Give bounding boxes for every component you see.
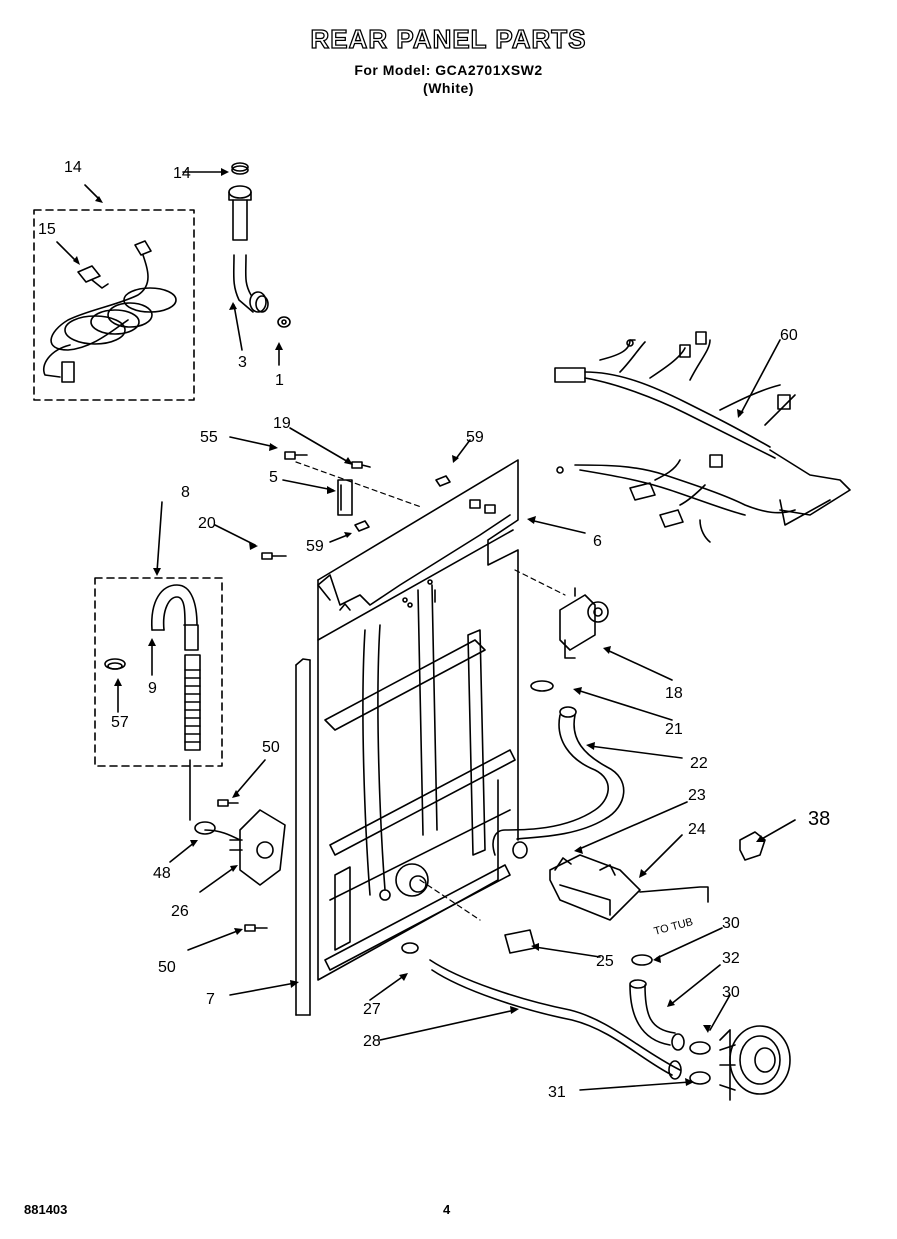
drain-hose-kit-box [94, 577, 223, 767]
callout-label: 59 [306, 538, 324, 555]
page-title: REAR PANEL PARTS [310, 23, 587, 54]
callout-label: 60 [780, 327, 798, 344]
callout-label: 26 [171, 903, 189, 920]
page-number: 4 [443, 1202, 451, 1217]
callout-label: 21 [665, 721, 683, 738]
callout-label: 20 [198, 515, 216, 532]
water-pump [719, 1025, 791, 1101]
to-tub-annotation: TO TUB [653, 916, 695, 938]
callout-label: 28 [363, 1033, 381, 1050]
callout-label: 1 [275, 372, 284, 389]
callout-label: 32 [722, 950, 740, 967]
callout-label: 19 [273, 415, 291, 432]
callout-label: 30 [722, 915, 740, 932]
rear-panel [317, 459, 519, 981]
wiring-harness [554, 331, 851, 543]
callout-label: 14 [64, 159, 82, 176]
callout-label: 15 [38, 221, 56, 238]
document-code: 881403 [24, 1202, 68, 1217]
callout-label: 31 [548, 1084, 566, 1101]
callout-label: 7 [206, 991, 215, 1008]
callout-label: 48 [153, 865, 171, 882]
callout-label: 9 [148, 680, 157, 697]
drain-hose [104, 584, 201, 821]
lower-hoses [401, 929, 711, 1085]
callout-label: 59 [466, 429, 484, 446]
callout-label: 8 [181, 484, 190, 501]
callout-label: 57 [111, 714, 129, 731]
callout-label: 6 [593, 533, 602, 550]
callout-numbers: 14 14 15 3 1 60 55 19 59 5 8 20 59 6 18 … [38, 159, 830, 1101]
callout-label: 14 [173, 165, 191, 182]
callout-label: 24 [688, 821, 706, 838]
callout-label: 50 [262, 739, 280, 756]
callout-label: 38 [808, 808, 830, 830]
color-subtitle: (White) [423, 80, 474, 96]
callout-label: 22 [690, 755, 708, 772]
callout-label: 30 [722, 984, 740, 1001]
clip-part [739, 831, 766, 861]
callout-label: 3 [238, 354, 247, 371]
callout-label: 23 [688, 787, 706, 804]
callout-label: 50 [158, 959, 176, 976]
fill-inlet-parts [228, 162, 291, 328]
drain-hose-bracket [194, 799, 286, 932]
fasteners [261, 451, 451, 560]
callout-label: 18 [665, 685, 683, 702]
power-cord [43, 240, 177, 383]
callout-label: 25 [596, 953, 614, 970]
water-valve [492, 587, 709, 921]
guide-lines [295, 461, 566, 921]
callout-label: 27 [363, 1001, 381, 1018]
model-subtitle: For Model: GCA2701XSW2 [354, 62, 543, 78]
leader-lines [56, 171, 796, 1091]
callout-label: 5 [269, 469, 278, 486]
power-cord-kit-box [33, 209, 195, 401]
callout-label: 55 [200, 429, 218, 446]
side-trim-strip [295, 658, 311, 1016]
